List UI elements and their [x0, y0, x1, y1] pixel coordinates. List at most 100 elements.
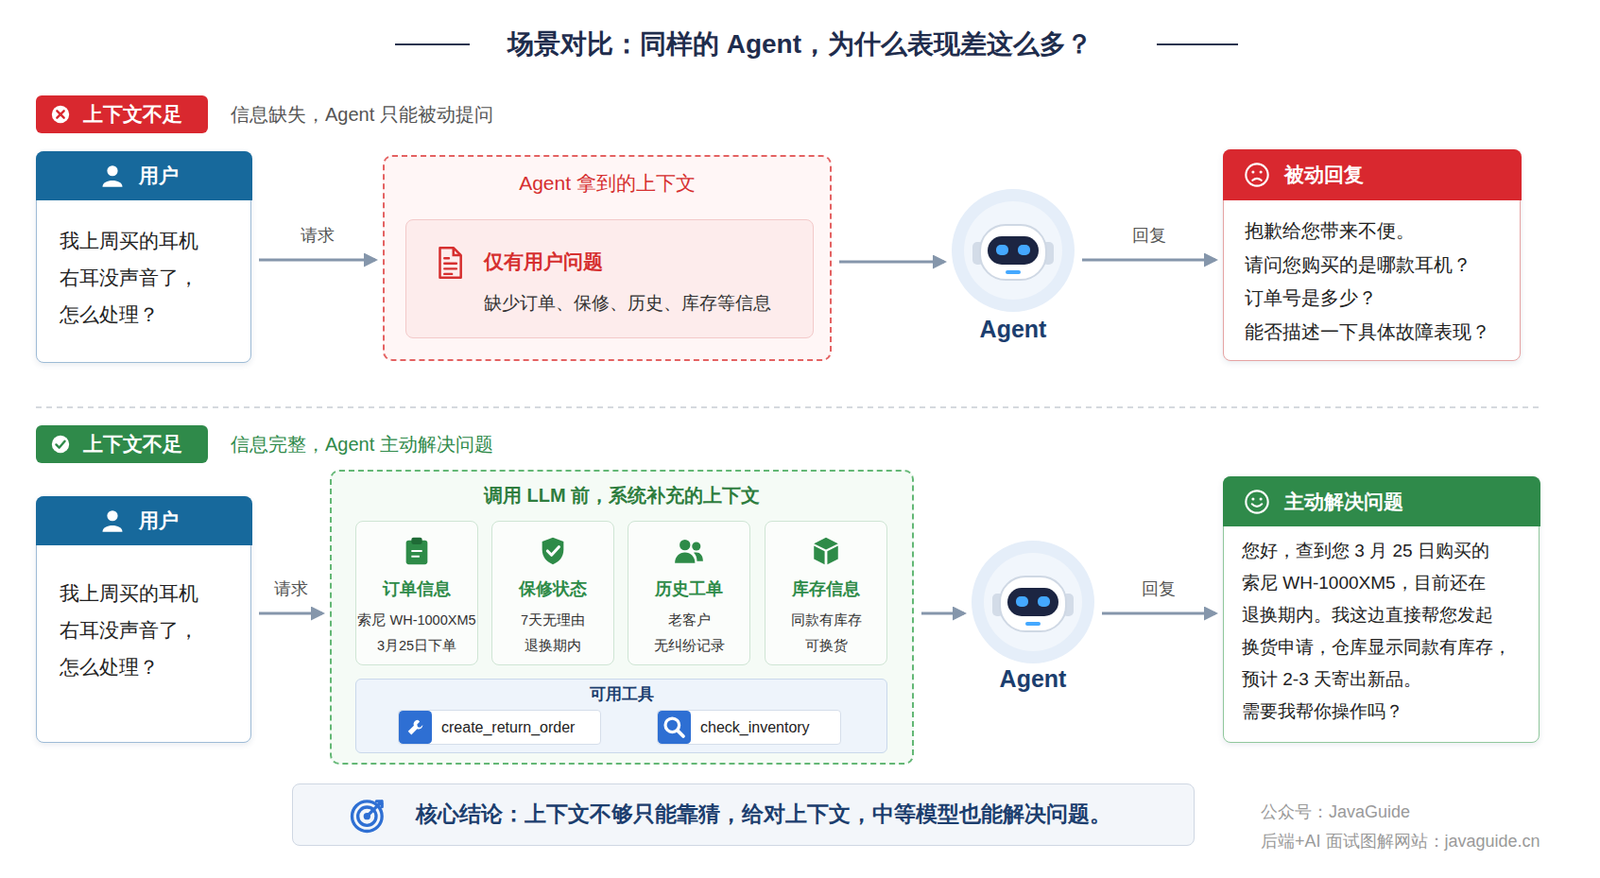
robot-part — [1005, 270, 1021, 275]
target-icon-part — [352, 801, 383, 832]
context-box: 调用 LLM 前，系统补充的上下文订单信息索尼 WH-1000XM5 3月25日… — [329, 469, 914, 765]
decoration — [35, 44, 1540, 408]
node-heading: create_return_order — [441, 710, 601, 744]
node-heading: check_inventory — [700, 710, 841, 744]
edge-label: 请求 — [243, 576, 339, 602]
robot-part — [1037, 596, 1050, 607]
user-box: 用户我上周买的耳机 右耳没声音了， 怎么处理？ — [35, 496, 252, 743]
sad-icon-part — [1251, 171, 1255, 174]
xc-icon — [50, 103, 71, 125]
robot-part — [971, 540, 1095, 664]
robot-part — [951, 189, 1075, 312]
context-box: Agent 拿到的上下文仅有用户问题缺少订单、保修、历史、库存等信息 — [382, 154, 832, 362]
clip-icon-part — [411, 537, 422, 545]
title-rule — [1156, 43, 1239, 46]
robot-part — [980, 224, 1047, 280]
person-icon — [99, 162, 126, 190]
agent-node: Agent — [971, 540, 1095, 664]
robot-part — [1025, 621, 1041, 626]
node-heading: 仅有用户问题 — [483, 246, 796, 277]
icon-background — [398, 710, 432, 744]
robot-illustration — [971, 540, 1095, 664]
tool-chip: create_return_order — [397, 709, 602, 745]
sad-icon-part — [1245, 163, 1268, 186]
node-heading: Agent — [932, 314, 1094, 344]
target-icon-part — [366, 801, 382, 817]
node-heading: 核心结论：上下文不够只能靠猜，给对上下文，中等模型也能解决问题。 — [415, 784, 1187, 844]
person-icon-part — [103, 525, 123, 533]
robot-illustration — [951, 189, 1075, 312]
section-subtitle: 信息完整，Agent 主动解决问题 — [230, 430, 494, 458]
watermark: 后端+AI 面试图解网站：javaguide.cn — [1260, 827, 1541, 855]
node-heading: 保修状态 — [492, 576, 614, 602]
info-card: 库存信息同款有库存 可换货 — [764, 520, 888, 666]
section-subtitle: 信息缺失，Agent 只能被动提问 — [230, 101, 494, 128]
sad-icon-part — [1252, 178, 1261, 181]
flow-arrow — [921, 612, 964, 616]
reply-box: 被动回复抱歉给您带来不便。 请问您购买的是哪款耳机？ 订单号是多少？ 能否描述一… — [1222, 149, 1521, 362]
title-rule — [395, 43, 470, 46]
clip-icon — [400, 534, 433, 568]
info-card: 保修状态 7天无理由 退换期内 — [491, 520, 615, 666]
user-box: 用户我上周买的耳机 右耳没声音了， 怎么处理？ — [35, 151, 252, 363]
node-heading: Agent — [952, 664, 1114, 693]
icon-background — [657, 710, 691, 744]
robot-part — [1017, 244, 1031, 256]
flow-arrow — [258, 258, 376, 262]
node-body: 抱歉给您带来不便。 请问您购买的是哪款耳机？ 订单号是多少？ 能否描述一下具体故… — [1244, 214, 1514, 349]
node-heading: 上下文不足 — [83, 95, 205, 134]
person-icon-part — [106, 510, 118, 521]
sad-icon-part — [1259, 171, 1263, 174]
people-icon-part — [691, 542, 701, 551]
target-icon — [349, 795, 388, 834]
node-heading: 订单信息 — [356, 576, 478, 602]
node-body: 7天无理由 退换期内 — [505, 607, 601, 659]
diagram-title: 场景对比：同样的 Agent，为什么表现差这么多？ — [0, 26, 1600, 63]
box-icon-part — [826, 546, 838, 566]
people-icon-part — [674, 551, 695, 563]
search-icon — [657, 710, 691, 744]
flow-arrow — [1082, 258, 1216, 262]
node-heading: 用户 — [138, 496, 234, 546]
person-icon-part — [103, 180, 123, 188]
node-heading: 库存信息 — [765, 576, 887, 602]
clip-icon-part — [411, 550, 422, 557]
conclusion-box: 核心结论：上下文不够只能靠猜，给对上下文，中等模型也能解决问题。 — [292, 783, 1195, 846]
node-heading: 被动回复 — [1284, 149, 1474, 201]
node-body: 老客户 无纠纷记录 — [641, 607, 737, 659]
node-heading: 可用工具 — [356, 683, 887, 706]
doc-icon-part — [453, 247, 462, 256]
agent-node: Agent — [951, 189, 1075, 312]
context-item: 仅有用户问题缺少订单、保修、历史、库存等信息 — [405, 219, 814, 339]
node-body: 我上周买的耳机 右耳没声音了， 怎么处理？ — [59, 222, 240, 333]
people-icon-part — [679, 539, 690, 551]
watermark: 公众号：JavaGuide — [1260, 798, 1411, 826]
person-icon-part — [106, 165, 118, 176]
node-heading: 用户 — [138, 151, 234, 201]
reply-box: 主动解决问题您好，查到您 3 月 25 日购买的 索尼 WH-1000XM5，目… — [1222, 476, 1540, 743]
person-icon — [99, 507, 126, 534]
wrench-icon-part — [408, 720, 424, 736]
smile-icon-part — [1259, 498, 1263, 501]
people-icon — [672, 534, 706, 568]
node-heading: 调用 LLM 前，系统补充的上下文 — [331, 481, 912, 510]
flow-arrow — [1101, 612, 1216, 616]
node-body: 索尼 WH-1000XM5 3月25日下单 — [356, 607, 478, 659]
xc-icon-part — [51, 105, 69, 123]
shield-icon — [536, 534, 569, 568]
ck-icon — [50, 433, 71, 455]
robot-part — [1015, 596, 1029, 607]
sad-icon — [1243, 161, 1271, 189]
xc-icon-part — [56, 110, 64, 118]
tools-box: 可用工具 create_return_order check_inventory — [355, 678, 888, 754]
ck-icon-part — [51, 435, 69, 453]
info-card: 订单信息索尼 WH-1000XM5 3月25日下单 — [355, 520, 479, 666]
edge-label: 请求 — [270, 223, 365, 248]
node-heading: 历史工单 — [628, 576, 750, 602]
doc-icon-part — [440, 247, 462, 278]
info-card: 历史工单老客户 无纠纷记录 — [627, 520, 751, 666]
flow-arrow — [258, 612, 323, 616]
node-heading: 主动解决问题 — [1284, 476, 1512, 527]
node-body: 我上周买的耳机 右耳没声音了， 怎么处理？ — [59, 574, 240, 686]
